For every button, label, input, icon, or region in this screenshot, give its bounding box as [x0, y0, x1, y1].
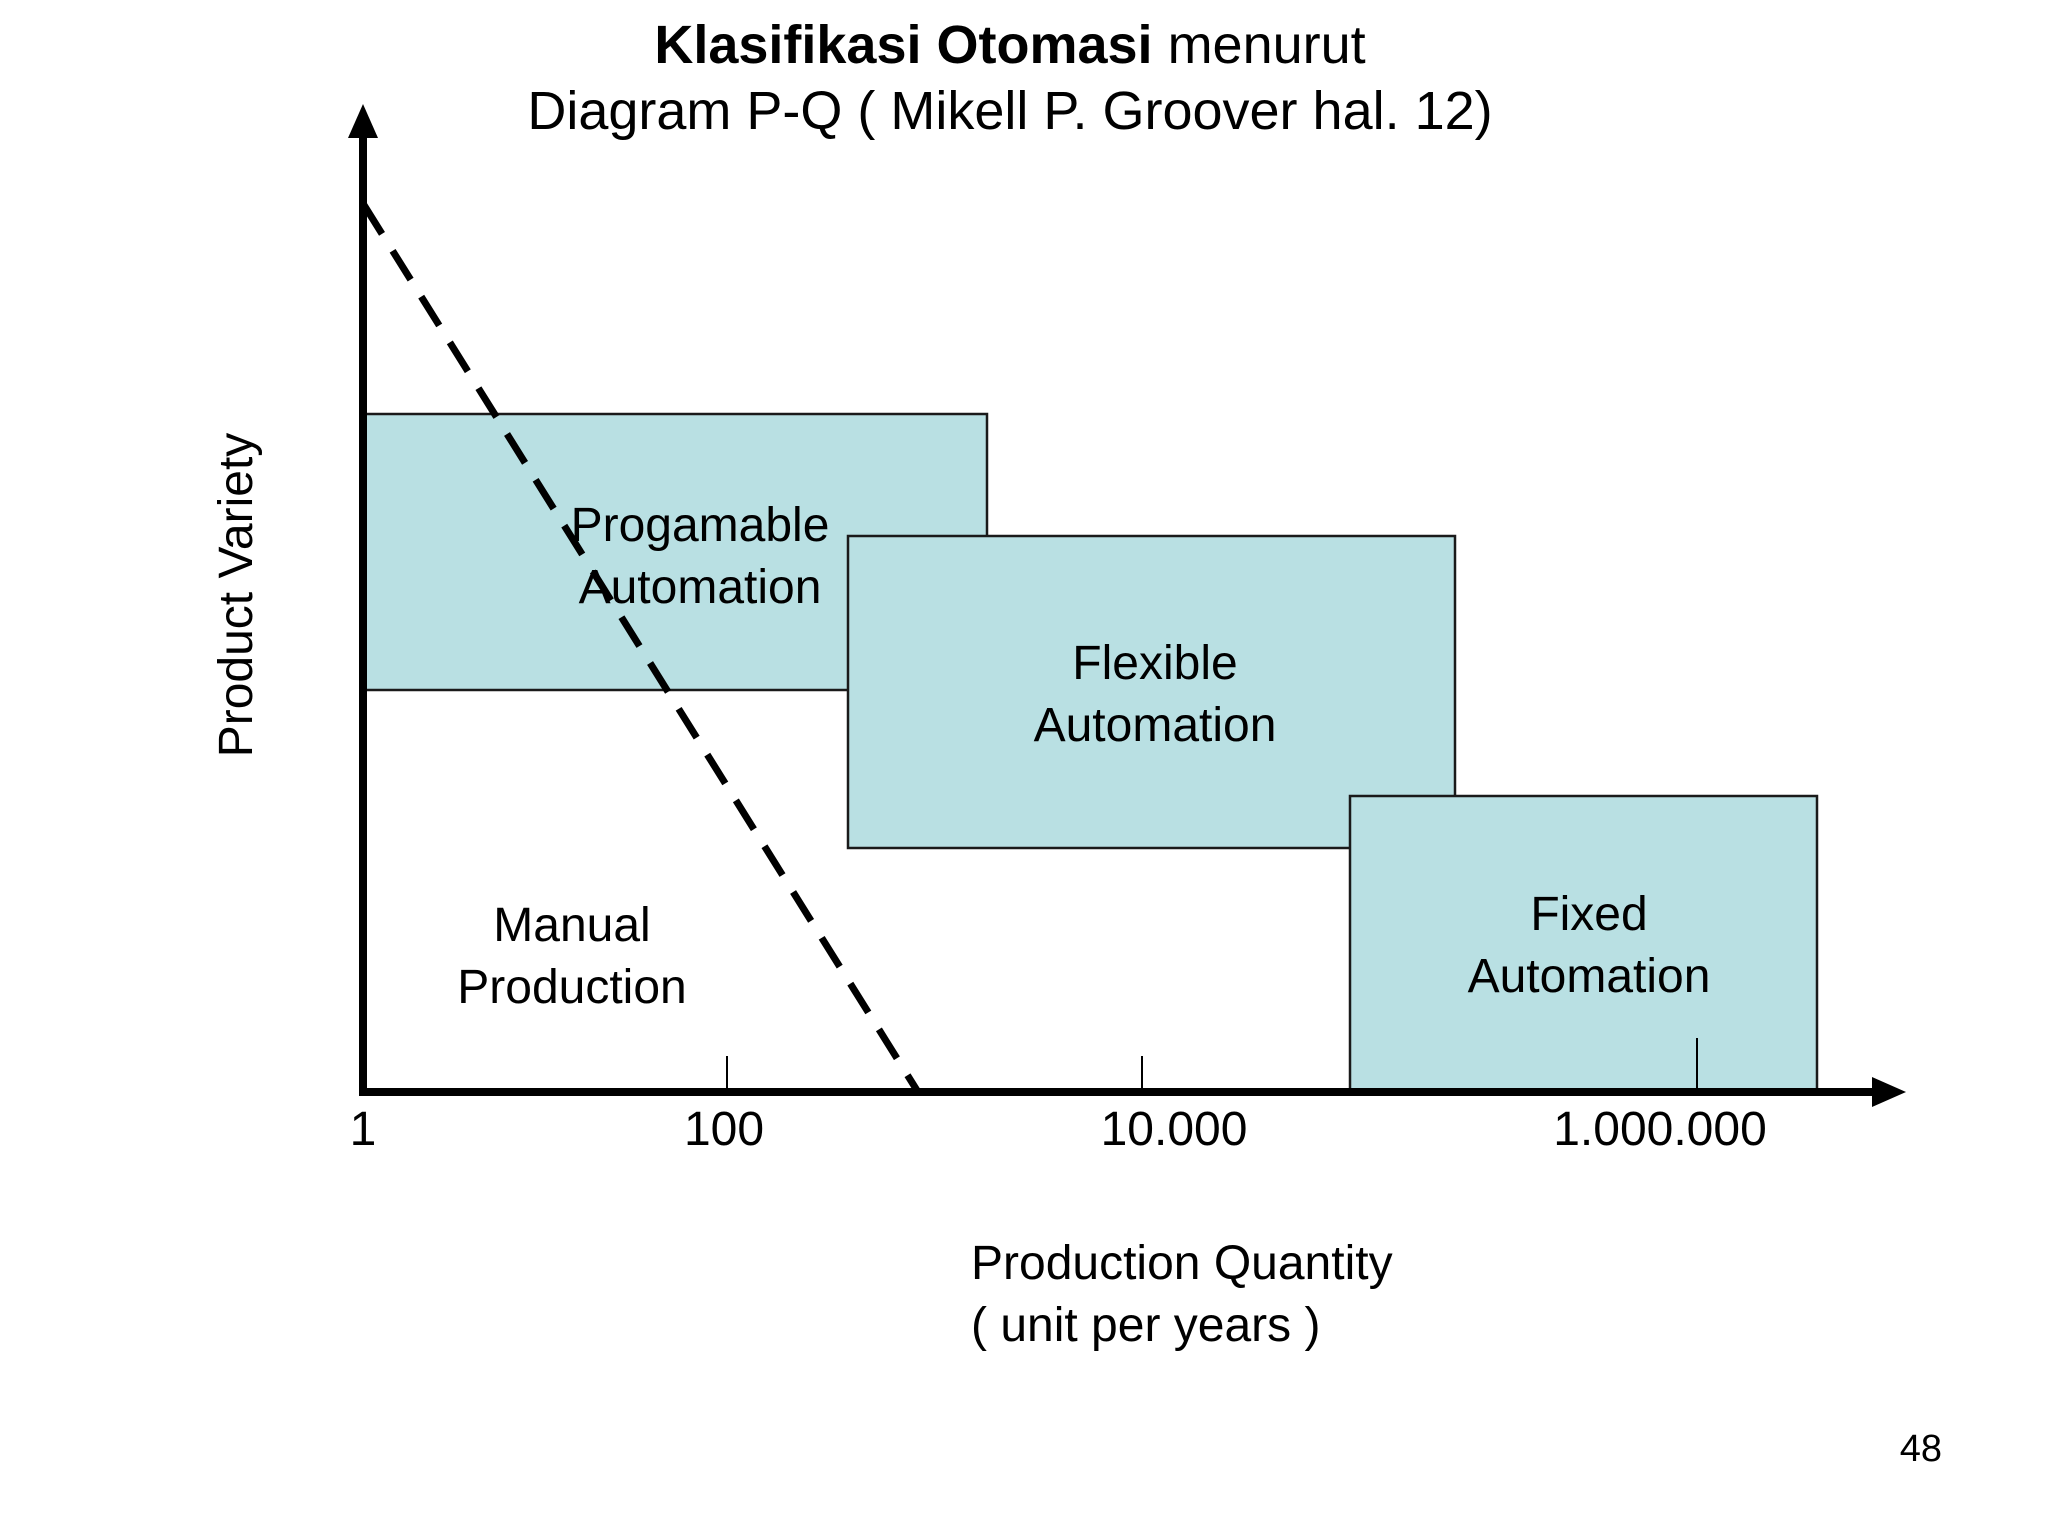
x-axis-label-line2: ( unit per years ): [971, 1299, 1321, 1352]
title-line-1: Klasifikasi Otomasi menurut: [400, 12, 1620, 78]
fixed-line2: Automation: [1467, 950, 1711, 1003]
programmable-line2: Automation: [578, 561, 822, 614]
x-axis-label: Production Quantity ( unit per years ): [971, 1233, 1393, 1357]
manual-line1: Manual: [493, 899, 651, 952]
flexible-line2: Automation: [1033, 699, 1277, 752]
manual-boundary-dashed-line: [361, 203, 921, 1094]
x-tick-label-10000: 10.000: [1100, 1103, 1248, 1156]
x-axis-label-line1: Production Quantity: [971, 1237, 1393, 1290]
fixed-automation-label: Fixed Automation: [1404, 884, 1774, 1008]
page-number: 48: [1899, 1428, 1942, 1470]
title-bold-text: Klasifikasi Otomasi: [654, 15, 1153, 75]
programmable-line1: Progamable: [570, 499, 830, 552]
flexible-automation-label: Flexible Automation: [970, 633, 1340, 757]
manual-line2: Production: [457, 961, 687, 1014]
x-axis-arrowhead: [1872, 1077, 1906, 1107]
y-axis-label: Product Variety: [210, 432, 263, 758]
fixed-line1: Fixed: [1530, 888, 1648, 941]
programmable-automation-label: Progamable Automation: [510, 495, 890, 619]
y-axis-arrowhead: [348, 104, 378, 138]
x-tick-label-100: 100: [683, 1103, 765, 1156]
x-tick-label-1000000: 1.000.000: [1553, 1103, 1767, 1156]
slide-title: Klasifikasi Otomasi menurut Diagram P-Q …: [400, 12, 1620, 144]
manual-production-label: Manual Production: [402, 895, 742, 1019]
title-normal-text: menurut: [1167, 15, 1366, 75]
title-subtitle: Diagram P-Q ( Mikell P. Groover hal. 12): [527, 81, 1493, 141]
flexible-line1: Flexible: [1072, 637, 1238, 690]
x-tick-label-1: 1: [349, 1103, 377, 1156]
